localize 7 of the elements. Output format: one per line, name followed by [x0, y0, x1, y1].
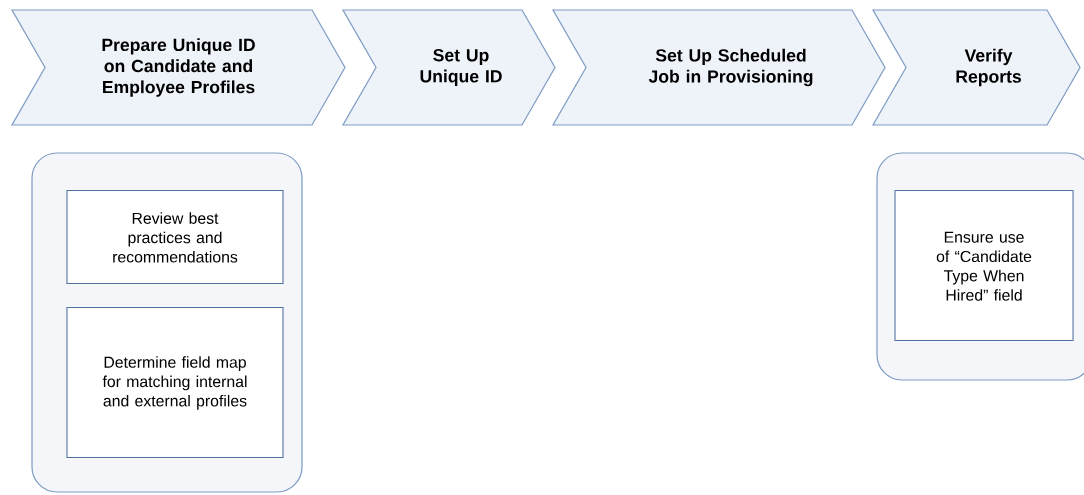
chevron-step: Verify Reports	[871, 9, 1081, 126]
chevron-step: Set Up Unique ID	[341, 9, 556, 126]
task-box: Ensure use of “Candidate Type When Hired” field	[894, 190, 1074, 342]
chevron-step: Prepare Unique ID on Candidate and Employee Profiles	[10, 9, 346, 126]
task-box: Determine field map for matching internal and external profiles	[66, 307, 284, 459]
chevron-step: Set Up Scheduled Job in Provisioning	[551, 9, 886, 126]
task-box: Review best practices and recommendations	[66, 190, 284, 285]
